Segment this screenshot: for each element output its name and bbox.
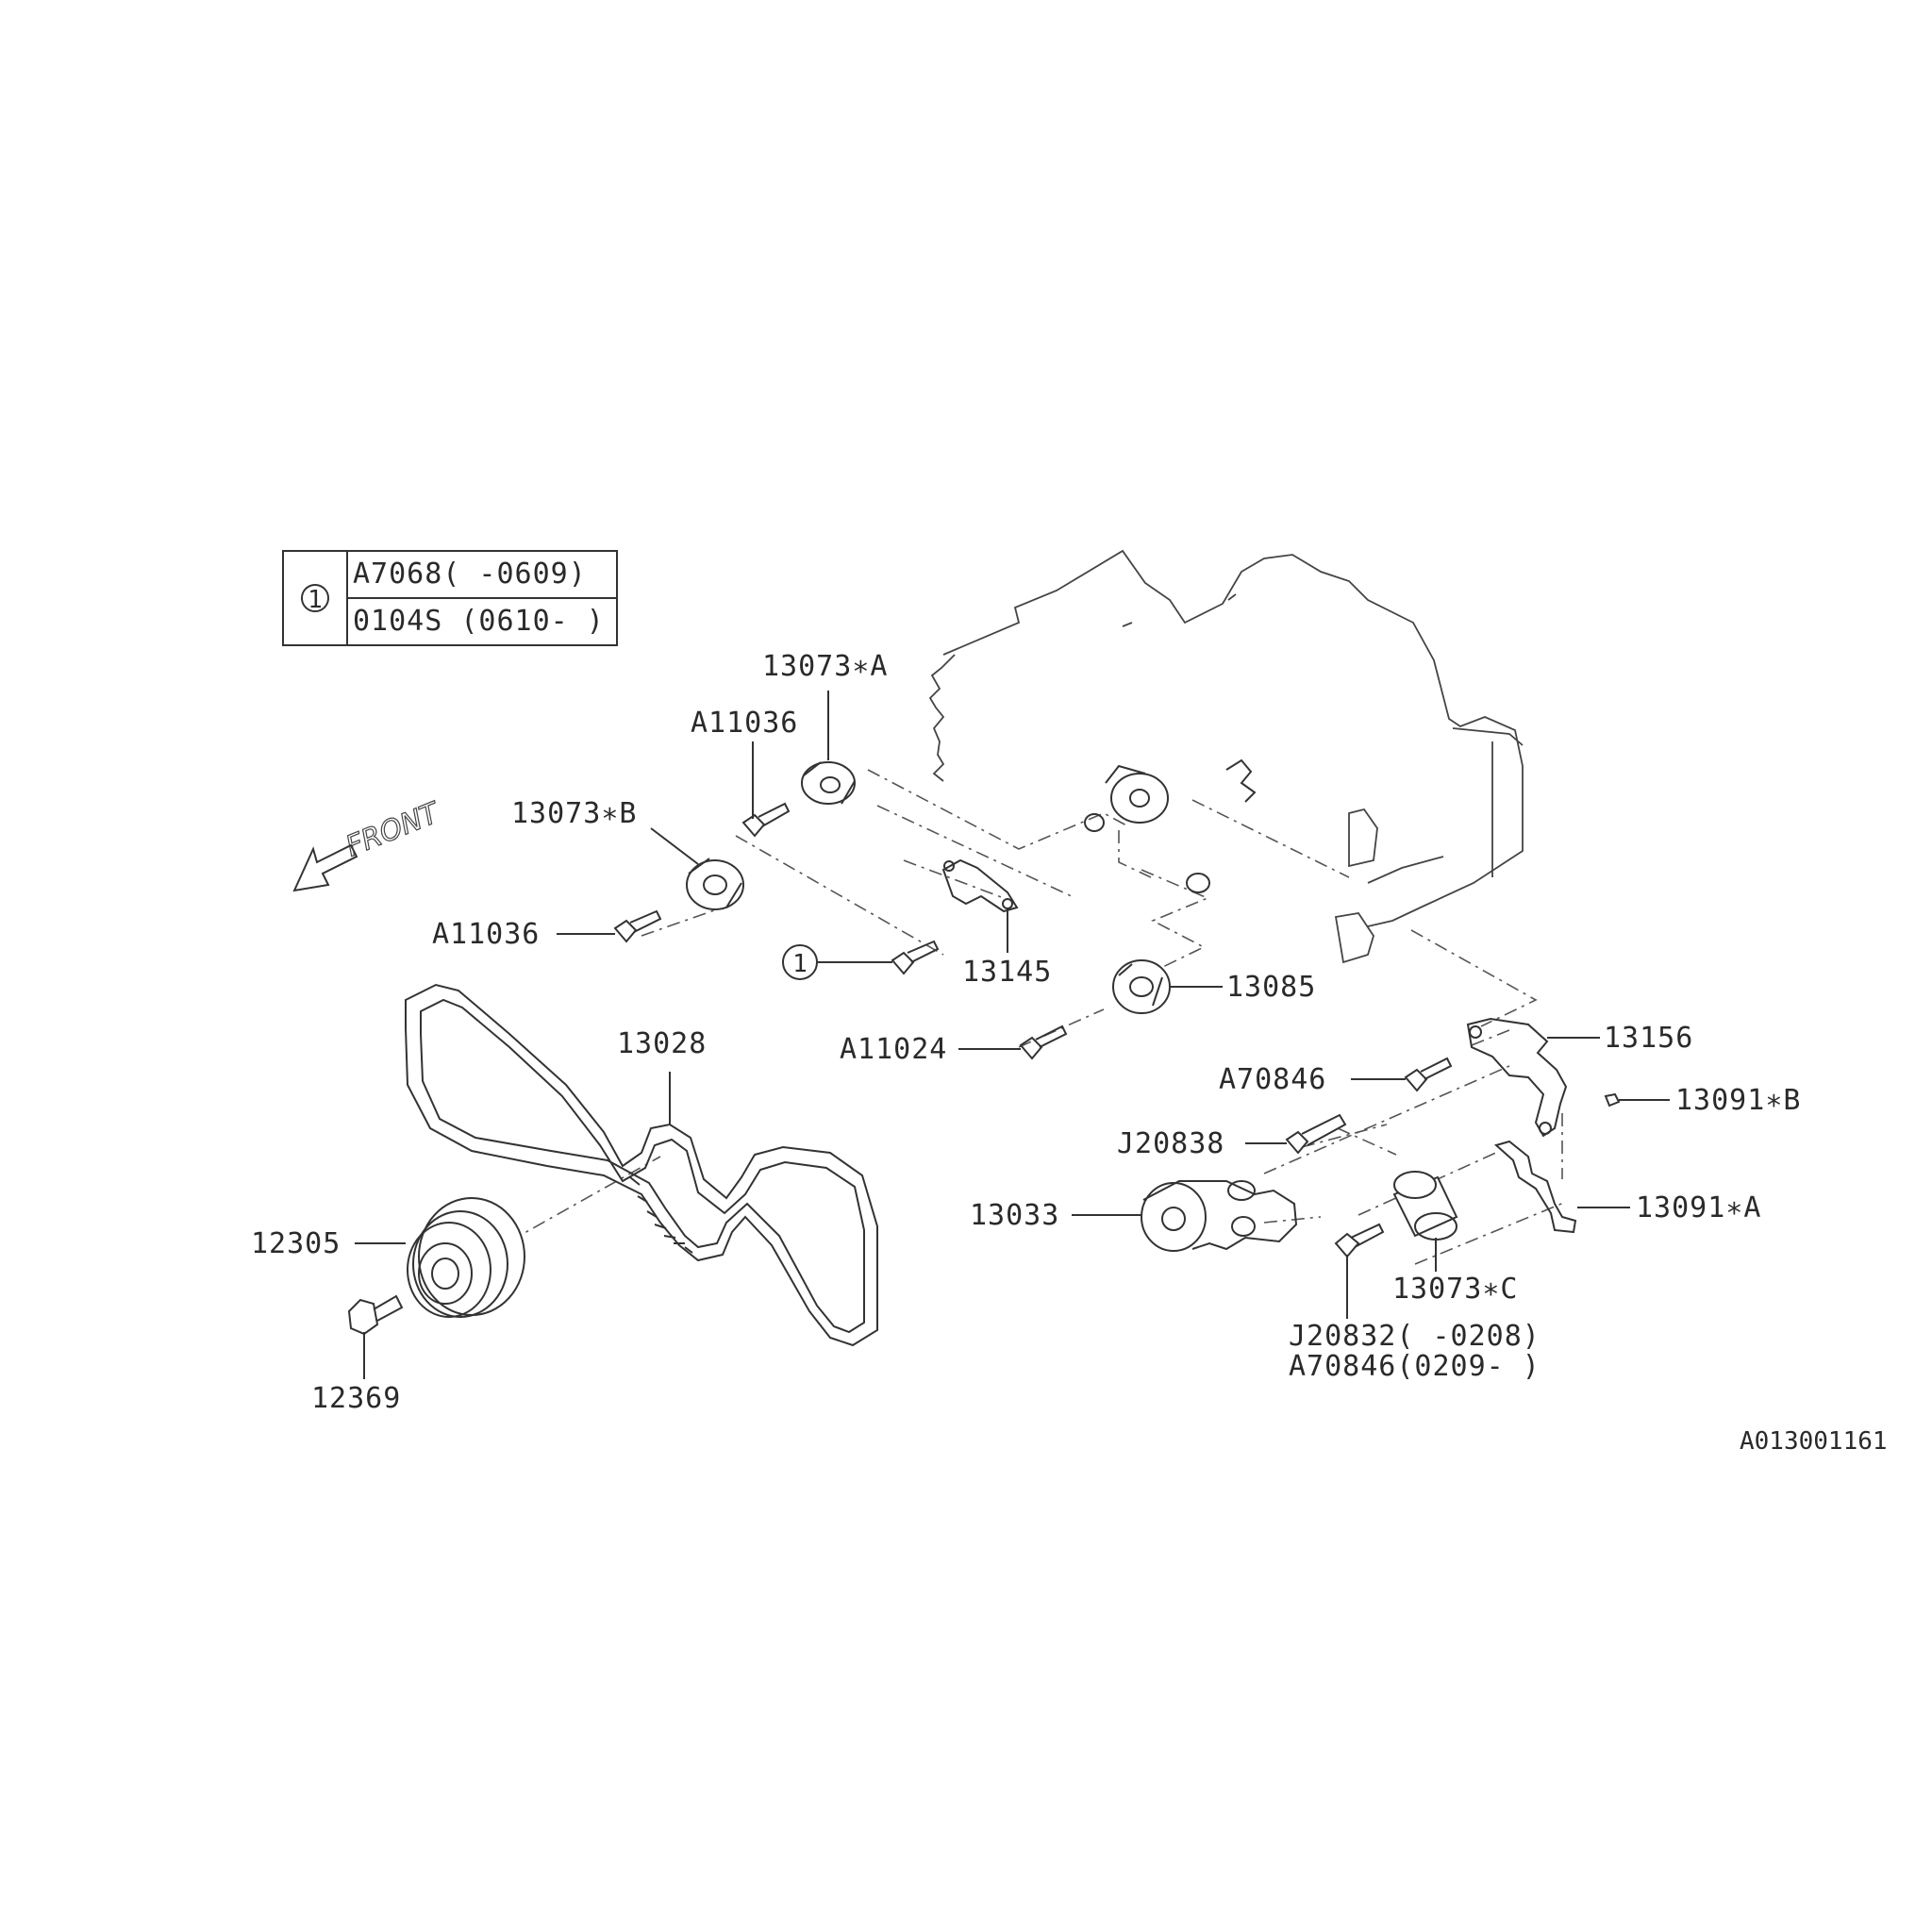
bolt-j20838 bbox=[1285, 1113, 1347, 1155]
timing-belt-13028 bbox=[405, 983, 878, 1347]
label-a11024: A11024 bbox=[840, 1033, 947, 1066]
legend-table: 1 A7068( -0609) 0104S (0610- ) bbox=[282, 550, 618, 646]
legend-row-1: A7068( -0609) bbox=[353, 558, 587, 591]
engine-block-outline bbox=[928, 549, 1524, 964]
tensioner-bracket-13156 bbox=[1466, 1017, 1568, 1138]
label-j20832: J20832( -0208) bbox=[1289, 1320, 1541, 1353]
label-j20838: J20838 bbox=[1117, 1127, 1224, 1160]
label-13091b: 13091∗B bbox=[1675, 1084, 1801, 1117]
cover-plate-13145 bbox=[941, 858, 1019, 913]
bracket-13091b bbox=[1604, 1092, 1621, 1108]
bolt-a11036-left bbox=[613, 909, 662, 943]
idler-pulley-13085 bbox=[1112, 959, 1171, 1014]
label-13033: 13033 bbox=[970, 1199, 1059, 1232]
idler-pulley-13073b bbox=[686, 858, 744, 910]
front-arrow-label: FRONT bbox=[341, 796, 446, 864]
front-arrow: FRONT bbox=[292, 795, 446, 892]
label-12369: 12369 bbox=[311, 1382, 401, 1415]
figure-id: A013001161 bbox=[1740, 1427, 1888, 1456]
label-a11036-top: A11036 bbox=[691, 707, 798, 740]
bolt-a70846 bbox=[1404, 1057, 1453, 1092]
label-12305: 12305 bbox=[251, 1227, 341, 1260]
legend-marker-circle bbox=[301, 584, 329, 612]
idler-pulley-13073c bbox=[1392, 1171, 1458, 1241]
label-13073b: 13073∗B bbox=[511, 797, 637, 830]
label-a70846-range: A70846(0209- ) bbox=[1289, 1350, 1541, 1383]
label-13073c: 13073∗C bbox=[1392, 1273, 1518, 1306]
label-a70846: A70846 bbox=[1219, 1063, 1326, 1096]
label-13073a: 13073∗A bbox=[762, 650, 888, 683]
label-13085: 13085 bbox=[1226, 971, 1316, 1004]
engine-side-idler bbox=[1084, 758, 1257, 893]
legend-row-2: 0104S (0610- ) bbox=[353, 605, 605, 638]
idler-pulley-13073a bbox=[801, 761, 856, 805]
front-arrow-icon bbox=[292, 843, 358, 892]
label-13091a: 13091∗A bbox=[1636, 1191, 1761, 1224]
bracket-13091a bbox=[1493, 1140, 1577, 1234]
crank-pulley-12305 bbox=[407, 1197, 525, 1318]
crank-bolt-12369 bbox=[347, 1294, 404, 1336]
belt-tensioner-13033 bbox=[1141, 1180, 1298, 1252]
assembly-lines bbox=[508, 769, 1567, 1265]
bolt-a11036-top bbox=[741, 802, 791, 838]
label-a11036-left: A11036 bbox=[432, 918, 540, 951]
marker-ref-bolt: 1 bbox=[782, 940, 940, 980]
leader-13073b bbox=[650, 827, 699, 865]
label-13156: 13156 bbox=[1604, 1022, 1693, 1055]
label-13028: 13028 bbox=[617, 1027, 707, 1060]
label-13145: 13145 bbox=[962, 956, 1052, 989]
bolt-a11024 bbox=[1019, 1024, 1068, 1060]
marker-ref-label: 1 bbox=[792, 950, 808, 978]
bolt-j20832 bbox=[1334, 1223, 1385, 1258]
legend-marker-label: 1 bbox=[308, 586, 323, 614]
